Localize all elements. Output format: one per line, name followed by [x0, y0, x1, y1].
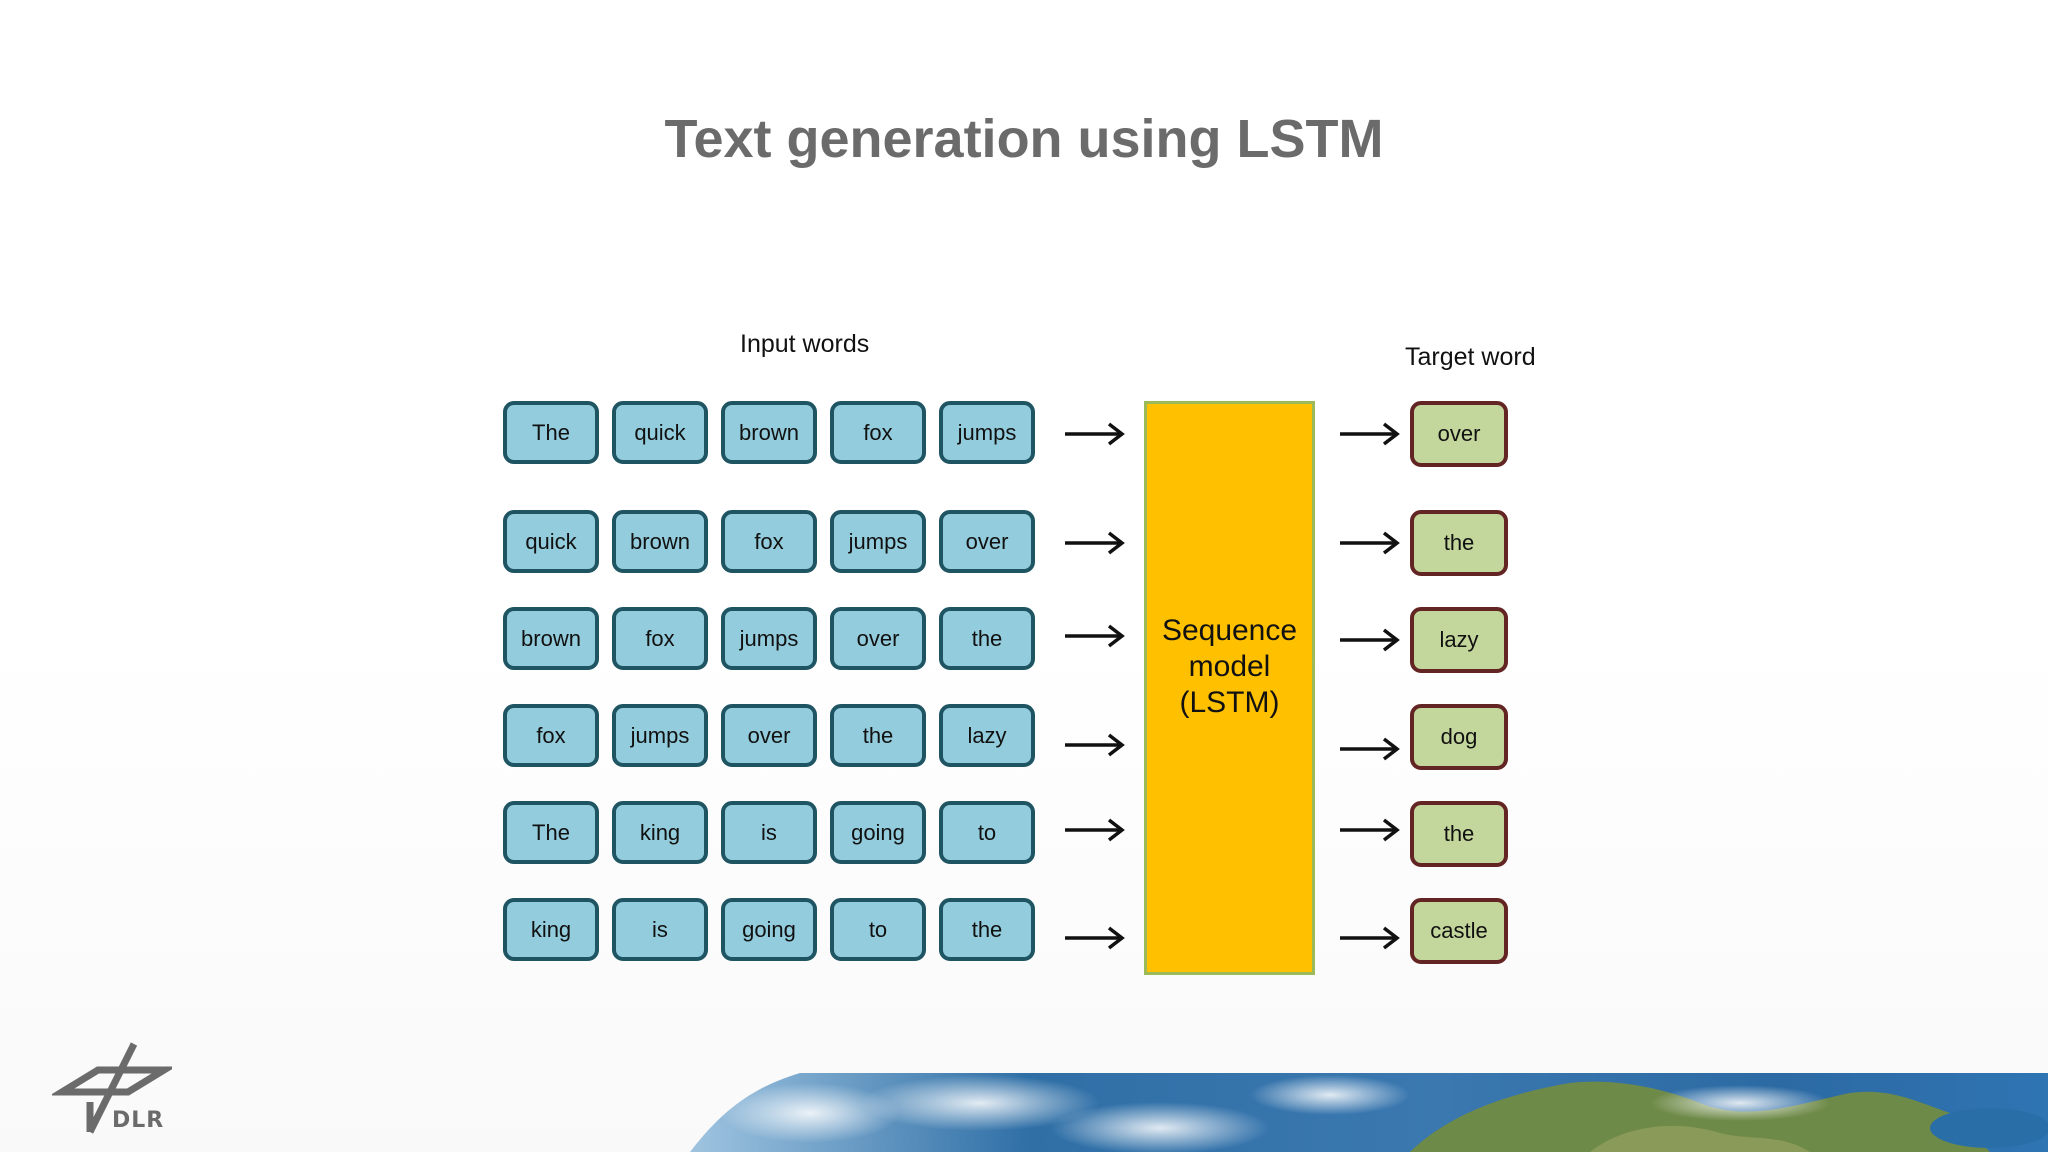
- input-arrow: [1065, 928, 1122, 948]
- input-arrow: [1065, 533, 1122, 553]
- input-arrow: [1065, 424, 1122, 444]
- output-arrow: [1340, 533, 1397, 553]
- output-arrow: [1340, 424, 1397, 444]
- earth-banner-image: [690, 1073, 2048, 1152]
- output-arrow: [1340, 739, 1397, 759]
- dlr-logo-text: DLR: [112, 1108, 164, 1133]
- output-arrow: [1340, 928, 1397, 948]
- output-arrow: [1340, 630, 1397, 650]
- input-arrow: [1065, 626, 1122, 646]
- output-arrow: [1340, 820, 1397, 840]
- input-arrow: [1065, 820, 1122, 840]
- input-arrow: [1065, 735, 1122, 755]
